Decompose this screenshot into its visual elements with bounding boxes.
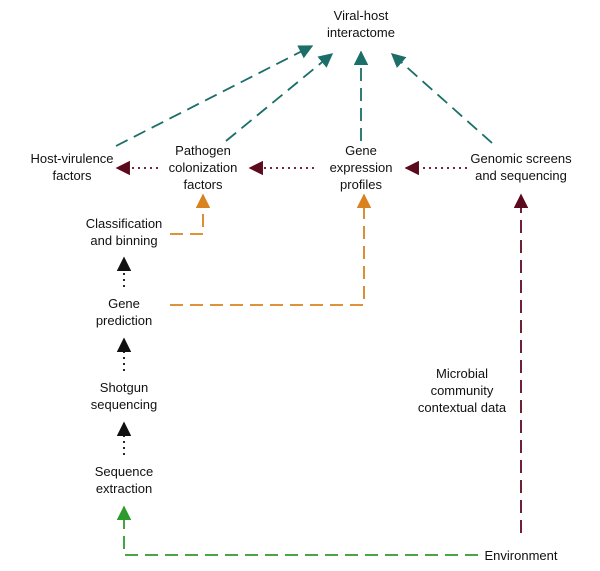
svg-text:Host-virulence: Host-virulence (30, 151, 113, 166)
svg-text:Gene: Gene (345, 143, 377, 158)
svg-text:factors: factors (183, 177, 223, 192)
edge-gene-prediction-to-gene-expression (170, 193, 372, 306)
svg-text:expression: expression (330, 160, 393, 175)
svg-text:Shotgun: Shotgun (100, 380, 148, 395)
edge-pathogen-to-viral-host (225, 53, 334, 142)
orange-edges (170, 193, 372, 306)
node-pathogen-colonization-factors: Pathogen colonization factors (169, 143, 238, 192)
svg-text:and sequencing: and sequencing (475, 168, 567, 183)
svg-text:extraction: extraction (96, 481, 152, 496)
svg-text:factors: factors (52, 168, 92, 183)
edge-environment-to-sequence-extraction (116, 505, 478, 556)
svg-text:Viral-host: Viral-host (334, 8, 389, 23)
edge-genomic-screens-to-viral-host (390, 53, 493, 144)
svg-text:Genomic screens: Genomic screens (470, 151, 572, 166)
svg-text:Gene: Gene (108, 296, 140, 311)
svg-text:Environment: Environment (485, 548, 558, 563)
node-host-virulence-factors: Host-virulence factors (30, 151, 113, 183)
node-gene-prediction: Gene prediction (96, 296, 152, 328)
svg-text:community: community (431, 383, 494, 398)
svg-text:Classification: Classification (86, 216, 163, 231)
svg-text:prediction: prediction (96, 313, 152, 328)
node-classification-and-binning: Classification and binning (86, 216, 163, 248)
svg-text:sequencing: sequencing (91, 397, 158, 412)
svg-text:interactome: interactome (327, 25, 395, 40)
svg-text:Microbial: Microbial (436, 366, 488, 381)
svg-text:profiles: profiles (340, 177, 382, 192)
node-environment: Environment (485, 548, 558, 563)
svg-text:colonization: colonization (169, 160, 238, 175)
teal-edges (115, 45, 493, 147)
node-microbial-community-contextual-data: Microbial community contextual data (418, 366, 507, 415)
node-viral-host-interactome: Viral-host interactome (327, 8, 395, 40)
node-sequence-extraction: Sequence extraction (95, 464, 154, 496)
edge-host-virulence-to-viral-host (115, 45, 314, 147)
svg-text:and binning: and binning (90, 233, 157, 248)
node-genomic-screens-and-sequencing: Genomic screens and sequencing (470, 151, 572, 183)
svg-text:Pathogen: Pathogen (175, 143, 231, 158)
svg-text:contextual data: contextual data (418, 400, 507, 415)
edge-classification-to-pathogen (170, 193, 211, 235)
node-shotgun-sequencing: Shotgun sequencing (91, 380, 158, 412)
node-gene-expression-profiles: Gene expression profiles (330, 143, 393, 192)
svg-text:Sequence: Sequence (95, 464, 154, 479)
